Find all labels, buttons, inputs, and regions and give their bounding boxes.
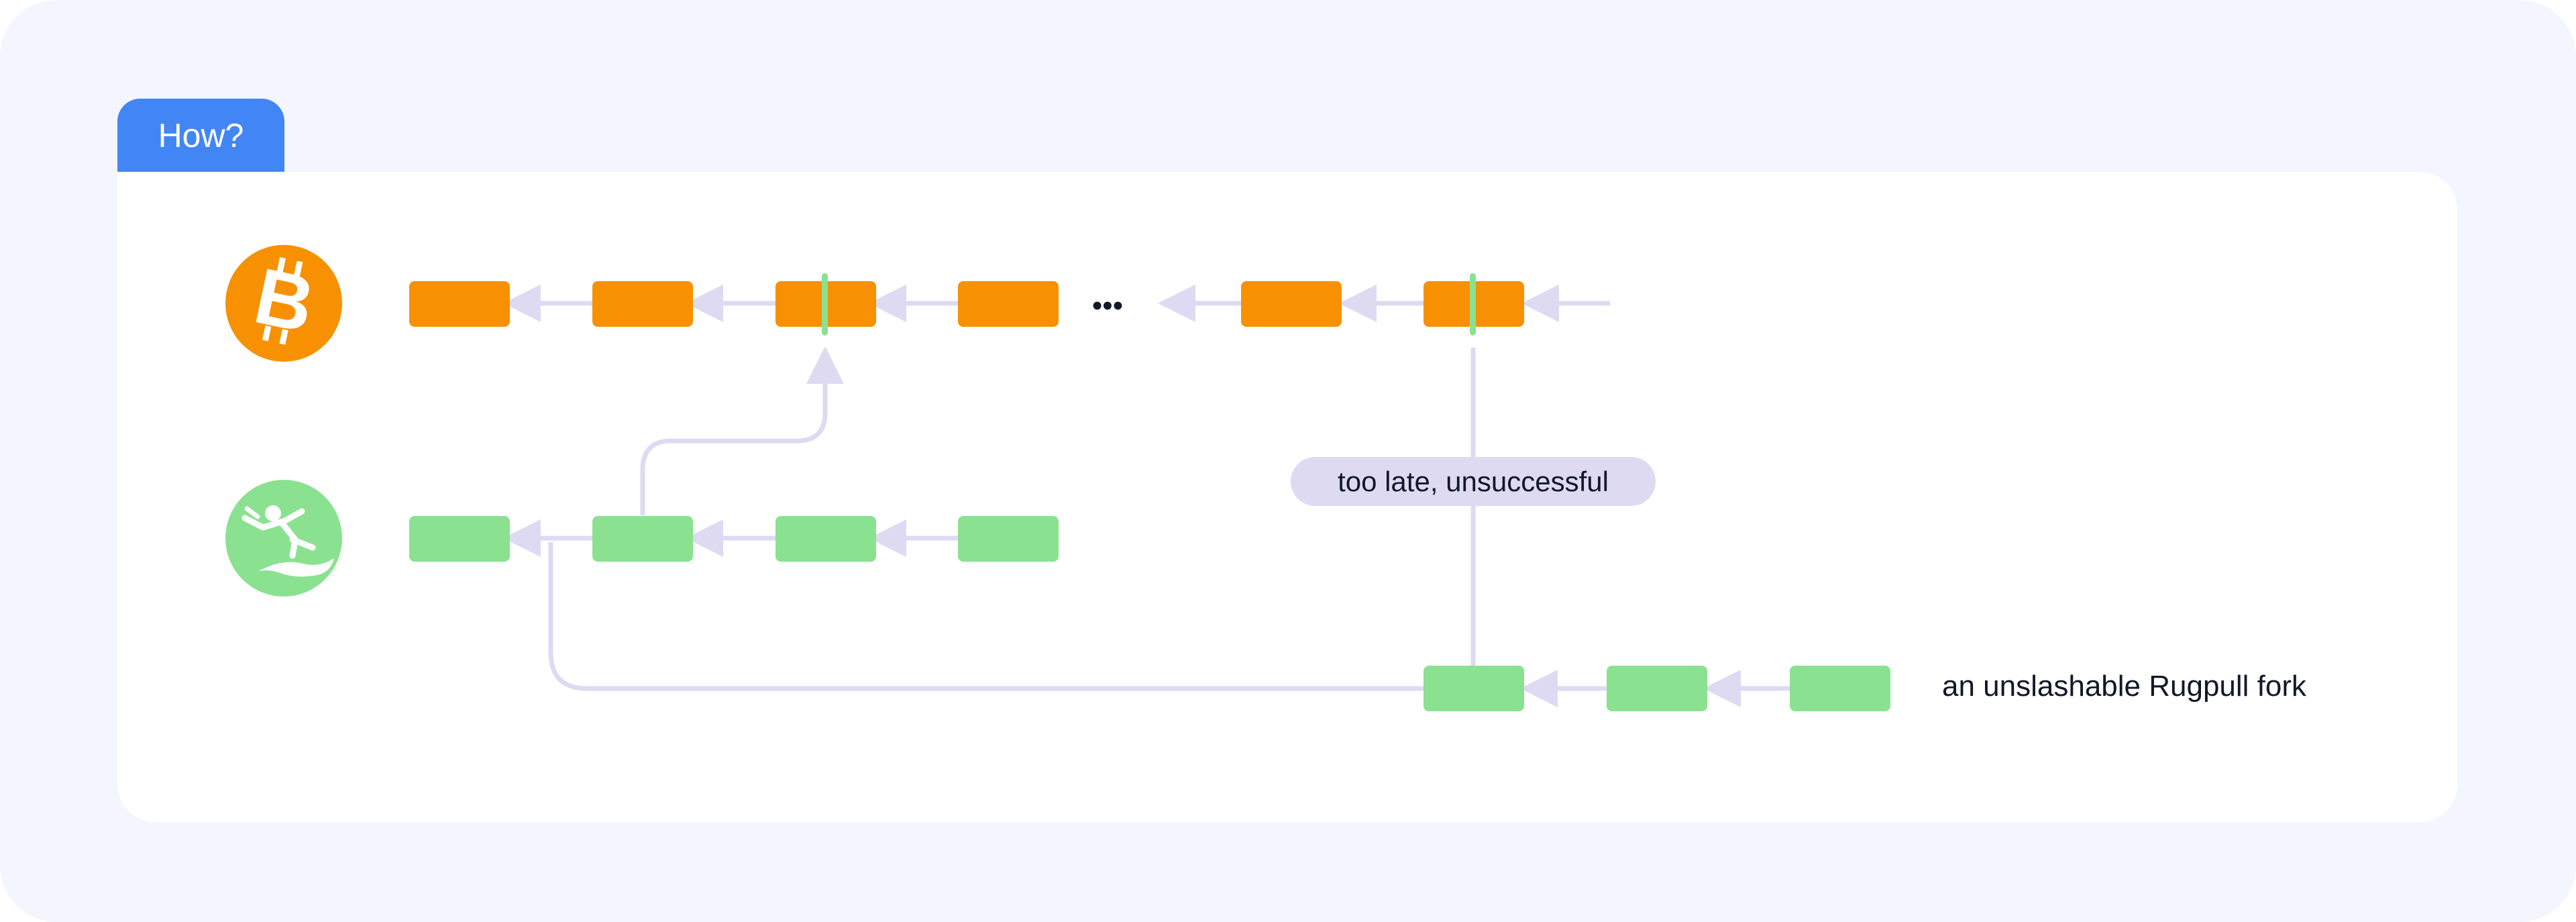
rugpull-block <box>775 516 876 562</box>
checkpoint-marker <box>822 273 828 336</box>
fork-block <box>1790 666 1890 711</box>
bitcoin-block <box>1241 281 1342 327</box>
callout-pill <box>1291 457 1656 506</box>
ellipsis: ••• <box>1092 289 1123 322</box>
rugpull-chain <box>409 346 1059 562</box>
bitcoin-icon: B <box>225 245 342 362</box>
fork-label: an unslashable Rugpull fork <box>1942 670 2307 703</box>
bitcoin-block <box>592 281 693 327</box>
diagram-card <box>117 172 2457 822</box>
fork-block <box>1424 666 1524 711</box>
how-tab[interactable]: How? <box>117 99 284 172</box>
checkpoint-marker <box>1470 273 1476 336</box>
bitcoin-block <box>409 281 510 327</box>
rugpull-block <box>592 516 693 562</box>
rugpull-block <box>958 516 1059 562</box>
too-late-callout: too late, unsuccessful <box>1291 457 1656 506</box>
bitcoin-chain: ••• <box>409 273 1610 336</box>
bitcoin-block <box>958 281 1059 327</box>
fork-block <box>1607 666 1707 711</box>
rugpull-figure-icon <box>225 480 342 597</box>
rugpull-block <box>409 516 510 562</box>
rugpull-fork: an unslashable Rugpull fork <box>548 348 2307 711</box>
fork-link <box>548 542 1424 691</box>
checkpoint-link <box>640 346 844 515</box>
callout-label: too late, unsuccessful <box>1338 466 1609 497</box>
